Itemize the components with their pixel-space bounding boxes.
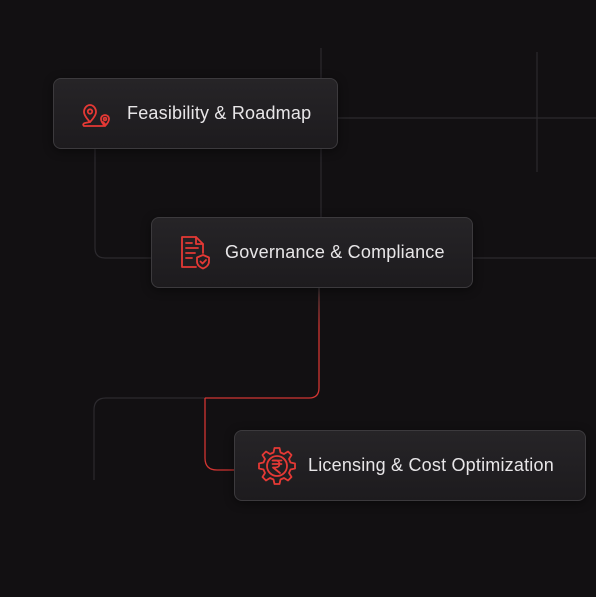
node-feasibility-roadmap[interactable]: Feasibility & Roadmap <box>53 78 338 149</box>
node-label: Licensing & Cost Optimization <box>308 455 554 475</box>
gear-rupee-icon <box>257 446 297 486</box>
node-label: Governance & Compliance <box>225 242 445 262</box>
connector-line <box>93 397 205 480</box>
connector-line <box>94 149 151 259</box>
document-shield-icon <box>174 233 214 273</box>
node-label: Feasibility & Roadmap <box>127 103 312 123</box>
accent-connector <box>204 398 234 471</box>
node-governance-compliance[interactable]: Governance & Compliance <box>151 217 473 288</box>
node-licensing-cost-optimization[interactable]: Licensing & Cost Optimization <box>234 430 586 501</box>
accent-connector <box>205 288 320 399</box>
route-map-pin-icon <box>76 94 116 134</box>
